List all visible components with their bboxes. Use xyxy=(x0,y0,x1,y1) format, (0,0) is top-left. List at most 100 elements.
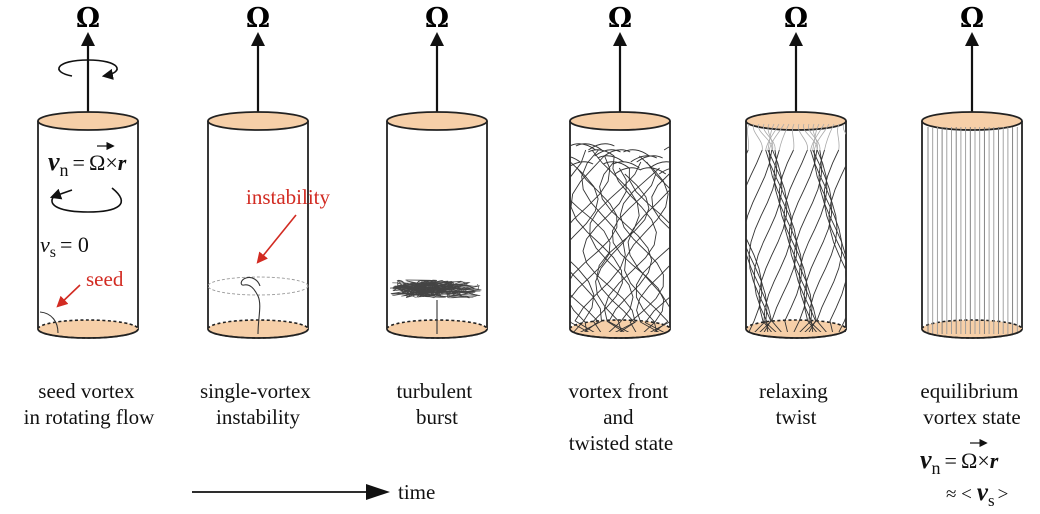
omega-label: Ω xyxy=(960,3,984,34)
vortex-line xyxy=(611,173,665,332)
cylinder xyxy=(207,111,309,339)
vortex-line xyxy=(752,123,763,151)
vortex-line xyxy=(614,167,642,175)
vortex-line xyxy=(591,149,640,332)
caption-relax: relaxing twist xyxy=(759,379,833,429)
vortex-line xyxy=(597,155,625,163)
vortex-line xyxy=(763,123,776,151)
vn-equation: vn=Ω×r xyxy=(48,147,127,180)
vortex-line xyxy=(837,123,840,151)
svg-text:vn=Ω×r: vn=Ω×r xyxy=(920,445,999,478)
caption-burst: turbulent burst xyxy=(396,379,477,429)
straight-vortex-array xyxy=(927,127,1018,334)
vortex-line xyxy=(808,149,838,332)
vortex-line xyxy=(599,161,653,332)
vortex-line xyxy=(658,168,670,175)
panel-equilibrium-vortex-state: Ω xyxy=(921,3,1023,339)
rotation-axis: Ω xyxy=(608,3,632,118)
twisted-vortex-bundle xyxy=(543,143,670,332)
vortex-line xyxy=(797,123,808,151)
vortex-line xyxy=(842,123,846,135)
vortex-line xyxy=(792,123,795,151)
time-label: time xyxy=(398,480,435,504)
rotation-axis: Ω xyxy=(425,3,449,118)
instability-pointer-arrow xyxy=(256,214,297,264)
omega-label: Ω xyxy=(784,3,808,34)
rotation-arrow-bottom xyxy=(51,187,123,213)
vortex-line xyxy=(570,161,594,167)
vortex-line xyxy=(570,149,595,332)
vortex-line xyxy=(768,123,785,151)
seed-label: seed xyxy=(86,267,124,291)
instability-label: instability xyxy=(246,185,331,209)
vortex-line xyxy=(627,189,670,332)
vortex-line xyxy=(813,123,830,151)
vortex-line xyxy=(746,149,763,332)
vortex-line xyxy=(828,164,846,332)
caption-single: single-vortex instability xyxy=(200,379,316,429)
omega-label: Ω xyxy=(425,3,449,34)
captions: seed vortex in rotating flow single-vort… xyxy=(24,379,1023,455)
vortex-line xyxy=(582,167,636,332)
panel-turbulent-burst: Ω xyxy=(386,3,488,339)
caption-equil: equilibrium vortex state xyxy=(920,379,1023,429)
panel-relaxing-twist: Ω xyxy=(745,3,847,339)
vortex-line xyxy=(570,155,611,332)
vortex-line xyxy=(628,167,670,332)
cylinder xyxy=(745,111,847,339)
vortex-line xyxy=(603,161,630,169)
vortex-line xyxy=(570,156,581,163)
vortex-line xyxy=(748,149,778,332)
omega-label: Ω xyxy=(246,3,270,34)
omega-label: Ω xyxy=(608,3,632,34)
vortex-line xyxy=(630,155,658,163)
time-arrow: time xyxy=(192,480,435,504)
vortex-line xyxy=(818,149,846,332)
vortex-line xyxy=(824,123,835,151)
instability-ring xyxy=(207,276,309,296)
vortex-line xyxy=(778,123,790,151)
panel-single-vortex-instability: Ω instability xyxy=(207,3,331,339)
vortex-line xyxy=(603,155,657,332)
vortex-line xyxy=(783,149,813,332)
vortex-line xyxy=(649,161,670,169)
rotation-arrow-top xyxy=(58,59,118,80)
vortex-line xyxy=(588,143,615,151)
vortex-line xyxy=(594,149,621,157)
vortex-line xyxy=(543,168,569,174)
turbulent-tangle xyxy=(389,279,482,299)
vs-equation: vs= 0 xyxy=(40,232,89,261)
panel-vortex-front: Ω xyxy=(543,3,671,339)
vortex-line xyxy=(570,155,623,332)
cylinder xyxy=(37,111,139,339)
cylinder xyxy=(921,111,1023,339)
vortex-line xyxy=(240,276,261,335)
vortex-line xyxy=(603,149,631,157)
vortex-line xyxy=(624,155,669,332)
vortex-line xyxy=(812,123,820,151)
vortex-line xyxy=(570,199,611,332)
vortex-line xyxy=(570,161,600,332)
omega-label: Ω xyxy=(76,3,100,34)
vortex-line xyxy=(788,149,818,332)
vortex-line xyxy=(747,123,750,151)
vortex-line xyxy=(823,149,846,332)
vortex-line xyxy=(746,149,773,332)
rotation-axis: Ω xyxy=(76,3,100,118)
vortex-line xyxy=(803,123,818,151)
vortex-line xyxy=(763,149,793,332)
rotation-axis: Ω xyxy=(960,3,984,118)
vortex-line xyxy=(746,149,768,332)
relaxing-vortex-bundle xyxy=(746,123,846,332)
rotation-axis: Ω xyxy=(246,3,270,118)
vortex-line xyxy=(623,149,650,157)
vortex-line xyxy=(765,123,780,151)
vortex-line xyxy=(613,161,640,169)
vortex-line xyxy=(589,161,642,332)
vortex-line xyxy=(773,149,803,332)
svg-text:≈ <vs>: ≈ <vs> xyxy=(946,479,1008,510)
seed-pointer-arrow xyxy=(56,284,81,308)
vortex-line xyxy=(758,123,773,151)
caption-front: vortex front and twisted state xyxy=(569,379,674,455)
